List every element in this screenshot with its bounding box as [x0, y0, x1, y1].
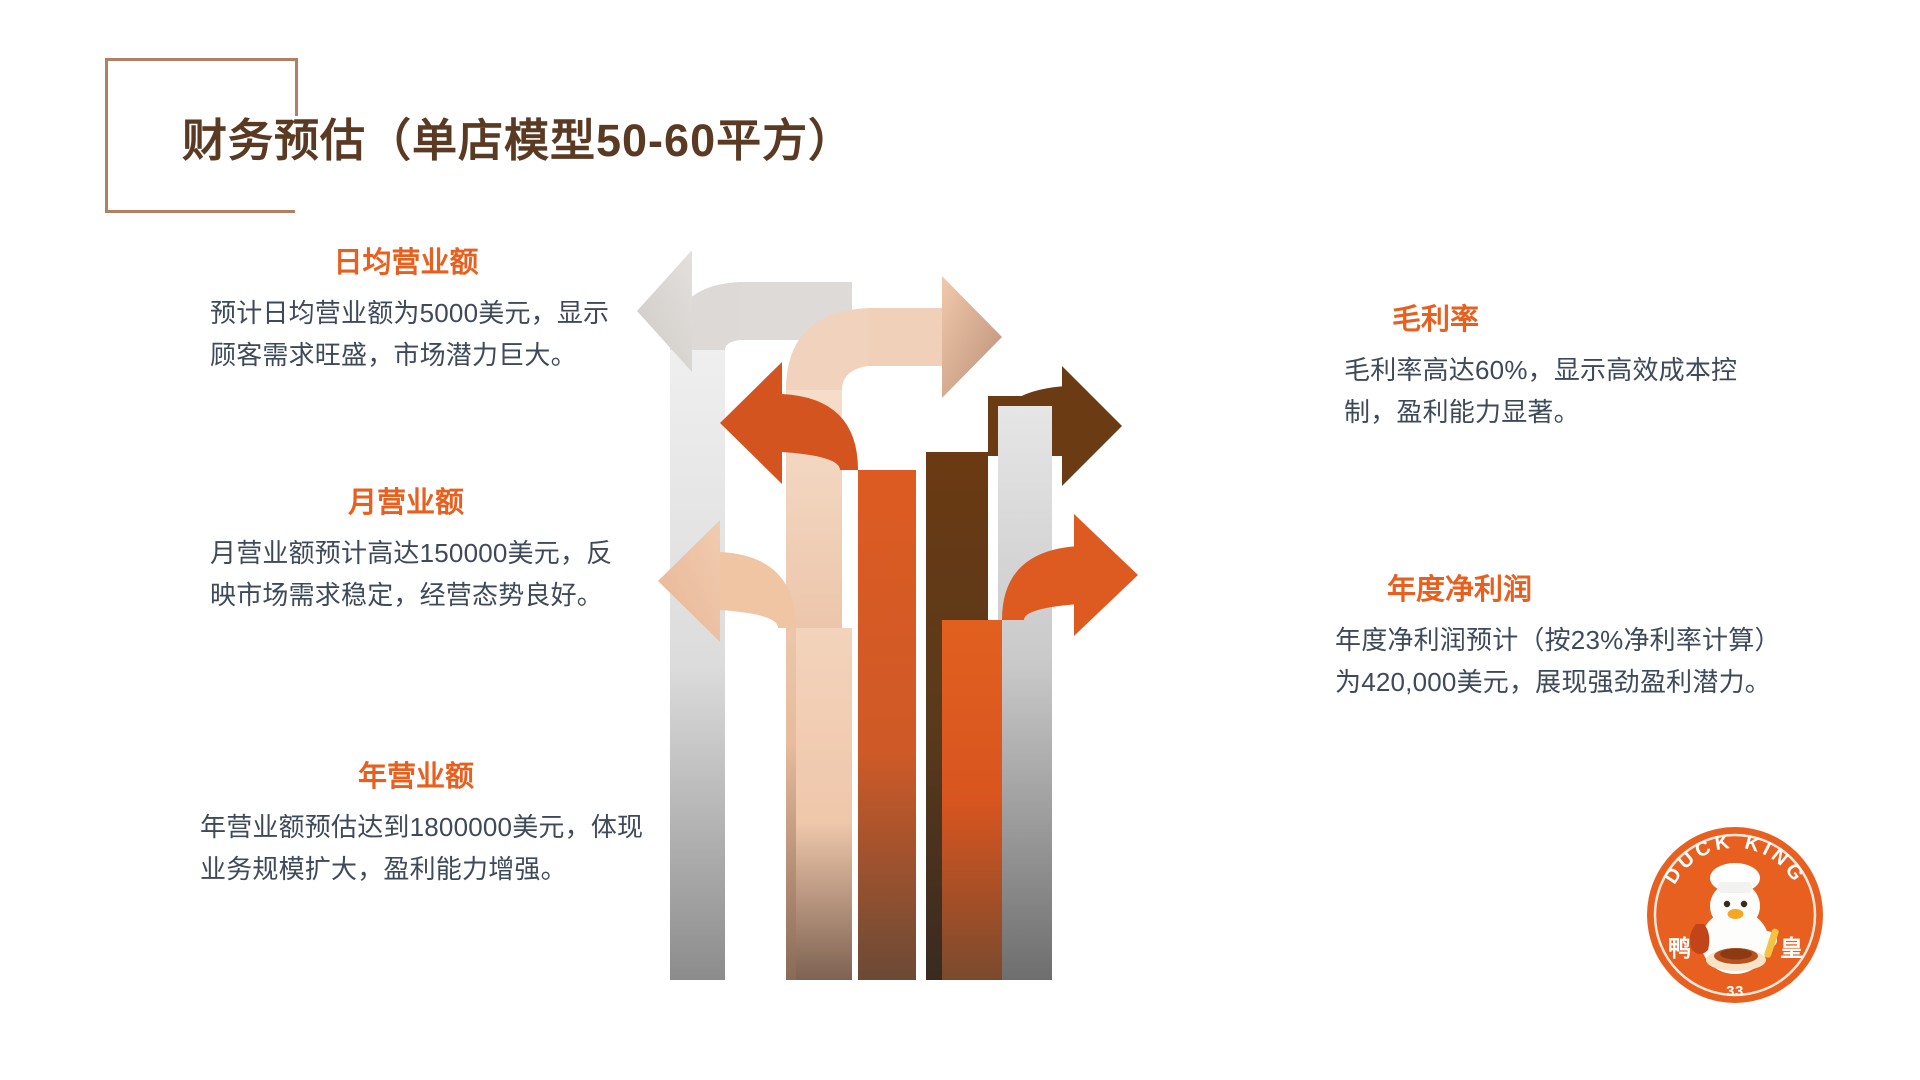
text-block-annual-net-profit: 年度净利润 年度净利润预计（按23%净利率计算）为420,000美元，展现强劲盈…: [1335, 574, 1785, 703]
title-decorative-frame: [105, 58, 298, 213]
arrow-orange-right-bend: [1002, 546, 1080, 620]
arrow-peach-left-bend: [720, 552, 796, 628]
text-block-daily-revenue: 日均营业额 预计日均营业额为5000美元，显示顾客需求旺盛，市场潜力巨大。: [196, 247, 616, 376]
arrow-head-peach-left2: [658, 520, 720, 642]
arrow-orange-left-bend: [782, 394, 858, 470]
text-block-yearly-revenue: 年营业额 年营业额预估达到1800000美元，体现业务规模扩大，盈利能力增强。: [186, 761, 646, 890]
page-number: 33: [1726, 983, 1744, 1000]
block-heading-yearly-revenue: 年营业额: [357, 761, 474, 793]
block-heading-monthly-revenue: 月营业额: [347, 487, 464, 519]
block-body-gross-margin: 毛利率高达60%，显示高效成本控制，盈利能力显著。: [1344, 354, 1738, 427]
arrow-gray-center-trunk: [998, 406, 1052, 980]
block-body-monthly-revenue: 月营业额预计高达150000美元，反映市场需求稳定，经营态势良好。: [210, 537, 613, 610]
arrow-flow-diagram: [590, 220, 1310, 980]
block-heading-gross-margin: 毛利率: [1392, 304, 1480, 336]
arrow-head-gray-left: [637, 250, 692, 372]
logo-char-left: 鸭: [1668, 935, 1691, 961]
brand-logo: DUCK KING: [1640, 820, 1830, 1010]
text-block-monthly-revenue: 月营业额 月营业额预计高达150000美元，反映市场需求稳定，经营态势良好。: [196, 487, 616, 616]
arrow-peach-up-right-stem: [868, 308, 942, 366]
duck-king-logo-icon: DUCK KING: [1647, 827, 1823, 1003]
arrow-peach-up-right-bend: [786, 308, 868, 390]
arrow-orange-right-trunk: [942, 620, 1002, 980]
logo-char-right: 皇: [1780, 935, 1803, 961]
arrow-flow-svg: [637, 250, 1138, 980]
block-heading-annual-net-profit: 年度净利润: [1387, 574, 1533, 606]
arrow-head-orange-right: [1074, 514, 1138, 636]
block-body-annual-net-profit: 年度净利润预计（按23%净利率计算）为420,000美元，展现强劲盈利潜力。: [1335, 624, 1781, 697]
arrow-head-peach-right: [942, 276, 1002, 398]
arrow-head-dark-right: [1062, 366, 1122, 486]
page-title: 财务预估（单店模型50-60平方）: [182, 115, 855, 166]
arrow-peach-left-trunk: [796, 628, 852, 980]
arrow-head-orange-left: [720, 362, 782, 484]
arrow-orange-left-trunk: [858, 470, 916, 980]
text-block-gross-margin: 毛利率 毛利率高达60%，显示高效成本控制，盈利能力显著。: [1344, 304, 1774, 433]
arrow-gray-up-left: [670, 350, 725, 980]
block-body-yearly-revenue: 年营业额预估达到1800000美元，体现业务规模扩大，盈利能力增强。: [200, 811, 644, 884]
block-body-daily-revenue: 预计日均营业额为5000美元，显示顾客需求旺盛，市场潜力巨大。: [210, 297, 610, 370]
block-heading-daily-revenue: 日均营业额: [333, 247, 479, 279]
